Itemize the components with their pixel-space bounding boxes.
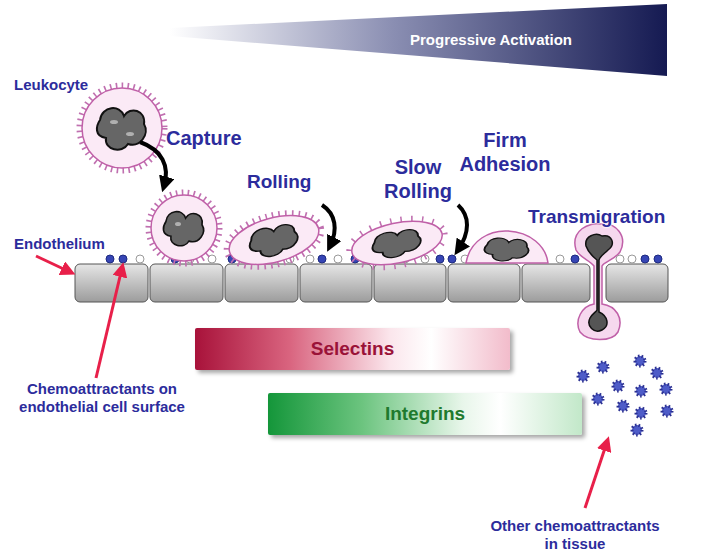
- nucleus-speck: [175, 222, 181, 226]
- endothelial-cell: [225, 264, 298, 302]
- node-text: Progressive Activation: [410, 31, 640, 49]
- endothelial-cell: [75, 264, 148, 302]
- endothelial-cell: [300, 264, 372, 302]
- cell-spikes: [149, 193, 219, 263]
- cell-label: Leukocyte: [14, 76, 124, 94]
- endothelial-cell: [448, 264, 520, 302]
- chemoattractant-dot: [436, 255, 444, 263]
- cell-nucleus: [586, 234, 612, 331]
- leader-arrow: [585, 442, 607, 508]
- text-holder: Integrins: [385, 403, 465, 426]
- leader-arrow: [96, 268, 122, 378]
- chemoattractant-dot: [119, 255, 127, 263]
- tissue-chemoattractant: [652, 368, 662, 378]
- receptor-dot: [616, 255, 624, 263]
- cell-spikes: [221, 204, 326, 275]
- cell-spikes: [345, 212, 448, 275]
- receptor-dot: [628, 255, 636, 263]
- tissue-chemoattractant: [636, 386, 646, 396]
- receptor-dot: [136, 255, 144, 263]
- chemoattractant-dot: [318, 255, 326, 263]
- leukocyte-cell: [151, 195, 217, 261]
- selectin-bar: Selectins: [195, 328, 510, 370]
- tissue-chemoattractant: [661, 384, 671, 394]
- chemoattractant-dot: [571, 255, 579, 263]
- leukocyte-cell: [224, 207, 324, 273]
- leukocyte-cell: [348, 214, 446, 272]
- receptor-dot: [306, 255, 314, 263]
- stage-label: Capture: [166, 126, 266, 150]
- callout-note: Chemoattractants on endothelial cell sur…: [12, 380, 192, 416]
- cell-nucleus: [246, 220, 301, 261]
- endothelial-cell: [522, 264, 590, 302]
- wedge-shape: [170, 4, 667, 76]
- chemoattractant-dot: [448, 255, 456, 263]
- tissue-chemoattractant: [632, 425, 642, 435]
- integrin-bar: Integrins: [268, 393, 582, 435]
- cell-nucleus: [163, 212, 203, 246]
- tissue-chemoattractant: [636, 408, 646, 418]
- cell-nucleus: [97, 108, 146, 150]
- chemoattractant-dot: [641, 255, 649, 263]
- stage-arrow: [140, 142, 166, 186]
- node-text: Integrins: [385, 403, 465, 426]
- stage-label: Slow Rolling: [373, 155, 463, 203]
- cell-nucleus: [484, 238, 528, 261]
- stage-label: Transmigration: [528, 206, 716, 229]
- tissue-chemoattractant: [618, 401, 628, 411]
- chemoattractant-dot: [106, 255, 114, 263]
- nucleus-speck: [110, 120, 118, 124]
- tissue-chemoattractant: [662, 406, 672, 416]
- cell-nucleus: [370, 226, 423, 261]
- stage-label: Firm Adhesion: [452, 128, 558, 176]
- endothelial-cell: [606, 264, 668, 302]
- receptor-dot: [334, 255, 342, 263]
- callout-note: Other chemoattractants in tissue: [485, 517, 665, 553]
- activation-wedge: Progressive Activation: [170, 4, 667, 76]
- leukocyte-cell: [82, 88, 162, 168]
- tissue-chemoattractant: [593, 394, 603, 404]
- text-holder: Selectins: [311, 338, 394, 361]
- tissue-chemoattractant: [598, 362, 608, 372]
- stage-arrow: [322, 205, 335, 246]
- stage-arrow: [458, 205, 467, 250]
- node-text: Selectins: [311, 338, 394, 361]
- tissue-chemoattractant: [613, 381, 623, 391]
- leukocyte-cell: [575, 224, 623, 340]
- endothelial-cell: [150, 264, 223, 302]
- chemoattractant-dot: [654, 255, 662, 263]
- tissue-label: Endothelium: [14, 235, 134, 253]
- receptor-dot: [556, 255, 564, 263]
- text-holder: Progressive Activation: [410, 31, 640, 49]
- nucleus-speck: [126, 132, 134, 136]
- leader-arrow: [36, 256, 70, 272]
- tissue-chemoattractant: [578, 371, 588, 381]
- cell-spikes: [80, 86, 164, 170]
- tissue-chemoattractant: [635, 356, 645, 366]
- leukocyte-cell: [466, 231, 548, 263]
- stage-label: Rolling: [247, 171, 337, 194]
